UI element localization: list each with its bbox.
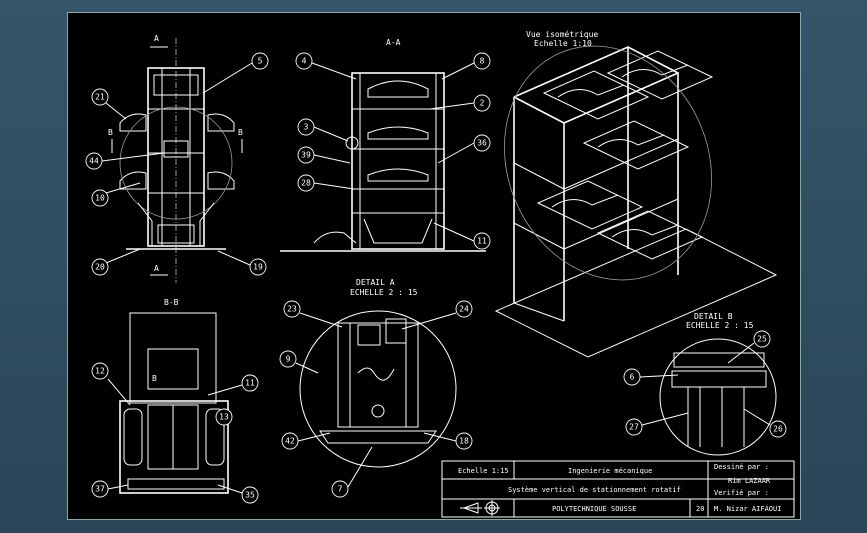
section-b-right-label: B <box>238 128 243 137</box>
sheet-number: 20 <box>696 505 704 513</box>
projection-symbol-icon <box>460 500 500 516</box>
drawn-by-label: Dessiné par : <box>714 463 769 471</box>
balloon-39: 39 <box>301 151 311 160</box>
detail-b-title-line2: ECHELLE 2 : 15 <box>686 321 754 330</box>
balloon-26: 26 <box>773 425 783 434</box>
school-name: POLYTECHNIQUE SOUSSE <box>552 505 636 513</box>
balloon-2: 2 <box>480 99 485 108</box>
front-balloons: 5 21 44 10 20 19 <box>85 52 269 276</box>
balloon-21: 21 <box>95 93 105 102</box>
detail-b-balloons: 25 6 27 26 <box>623 330 787 438</box>
balloon-42: 42 <box>285 437 295 446</box>
balloon-5: 5 <box>258 57 263 66</box>
department-text: Ingenierie mécanique <box>568 467 652 475</box>
scale-text: Echelle 1:15 <box>458 467 509 475</box>
balloon-7: 7 <box>338 485 343 494</box>
bb-balloons: 12 11 13 37 35 <box>91 362 259 504</box>
balloon-27: 27 <box>629 423 639 432</box>
balloon-10: 10 <box>95 194 105 203</box>
detail-b-view: DETAIL B ECHELLE 2 : 15 <box>659 312 777 456</box>
detail-a-balloons: 23 24 9 42 18 7 <box>279 300 473 498</box>
detail-a-title-line1: DETAIL A <box>356 278 395 287</box>
balloon-36: 36 <box>477 139 487 148</box>
detail-b-title-line1: DETAIL B <box>694 312 733 321</box>
section-a-bottom-label: A <box>154 264 159 273</box>
section-a-top-label: A <box>154 34 159 43</box>
balloon-37: 37 <box>95 485 105 494</box>
drawing-sheet: A A B B 5 21 44 10 <box>67 12 801 520</box>
balloon-35: 35 <box>245 491 255 500</box>
balloon-4: 4 <box>302 57 307 66</box>
balloon-8: 8 <box>480 57 485 66</box>
balloon-20: 20 <box>95 263 105 272</box>
checked-by-name: M. Nizar AIFAOUI <box>714 505 781 513</box>
detail-a-view: DETAIL A ECHELLE 2 : 15 <box>299 278 457 468</box>
aa-balloons: 4 8 2 3 36 39 28 11 <box>295 52 491 250</box>
technical-drawing: A A B B 5 21 44 10 <box>85 29 795 518</box>
balloon-13: 13 <box>219 413 229 422</box>
balloon-28: 28 <box>301 179 311 188</box>
balloon-18: 18 <box>459 437 469 446</box>
section-aa-title: A-A <box>386 38 401 47</box>
balloon-3: 3 <box>304 123 309 132</box>
iso-title-line2: Echelle 1:10 <box>534 39 592 48</box>
balloon-25: 25 <box>757 335 767 344</box>
bb-inner-b-label: B <box>152 374 157 383</box>
drawing-title: Système vertical de stationnement rotati… <box>508 486 681 494</box>
balloon-19: 19 <box>253 263 263 272</box>
balloon-24: 24 <box>459 305 469 314</box>
isometric-view: Vue isométrique Echelle 1:10 <box>494 29 778 358</box>
section-bb-view: B-B B <box>119 298 229 494</box>
section-b-left-label: B <box>108 128 113 137</box>
balloon-11: 11 <box>477 237 487 246</box>
title-block: Echelle 1:15 Ingenierie mécanique Dessin… <box>441 460 795 518</box>
section-aa-view: A-A <box>280 38 486 252</box>
section-bb-title: B-B <box>164 298 179 307</box>
balloon-44: 44 <box>89 157 99 166</box>
iso-title-line1: Vue isométrique <box>526 29 598 39</box>
drawn-by-name: Rim LAZAAR <box>728 477 771 485</box>
balloon-23: 23 <box>287 305 297 314</box>
front-view: A A B B <box>108 34 243 283</box>
checked-by-label: Verifié par : <box>714 489 769 497</box>
detail-a-title-line2: ECHELLE 2 : 15 <box>350 288 418 297</box>
balloon-11-bb: 11 <box>245 379 255 388</box>
balloon-12: 12 <box>95 367 105 376</box>
balloon-6: 6 <box>630 373 635 382</box>
balloon-9: 9 <box>286 355 291 364</box>
